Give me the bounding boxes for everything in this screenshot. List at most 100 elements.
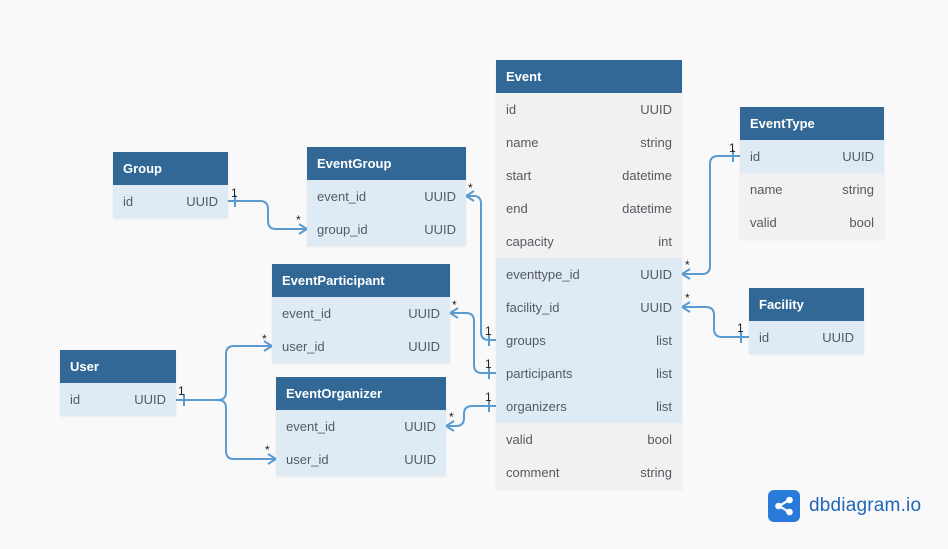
- field-type: UUID: [404, 452, 436, 467]
- field-name: name: [750, 182, 783, 197]
- field-row-groups[interactable]: groups list: [496, 324, 682, 357]
- field-row-id[interactable]: id UUID: [496, 93, 682, 126]
- cardinality-label: *: [452, 298, 457, 312]
- field-name: name: [506, 135, 539, 150]
- field-row-event-id[interactable]: event_id UUID: [276, 410, 446, 443]
- field-row-start[interactable]: start datetime: [496, 159, 682, 192]
- table-user[interactable]: User id UUID: [60, 350, 176, 416]
- field-row-event-id[interactable]: event_id UUID: [307, 180, 466, 213]
- table-eventorganizer[interactable]: EventOrganizer event_id UUID user_id UUI…: [276, 377, 446, 476]
- table-header[interactable]: Group: [113, 152, 228, 185]
- field-type: list: [656, 366, 672, 381]
- cardinality-label: 1: [231, 186, 238, 200]
- field-name: id: [70, 392, 81, 407]
- edge-event-eventtype: [682, 155, 740, 275]
- field-row-capacity[interactable]: capacity int: [496, 225, 682, 258]
- brand-name: dbdiagram.io: [809, 495, 922, 516]
- field-row-valid[interactable]: valid bool: [740, 206, 884, 239]
- table-header[interactable]: EventParticipant: [272, 264, 450, 297]
- field-name: event_id: [282, 306, 332, 321]
- field-name: end: [506, 201, 528, 216]
- field-row-id[interactable]: id UUID: [749, 321, 864, 354]
- field-row-participants[interactable]: participants list: [496, 357, 682, 390]
- field-type: bool: [647, 432, 672, 447]
- field-type: datetime: [622, 201, 672, 216]
- cardinality-label: *: [685, 291, 690, 305]
- field-row-id[interactable]: id UUID: [113, 185, 228, 218]
- field-type: UUID: [822, 330, 854, 345]
- cardinality-label: *: [468, 181, 473, 195]
- field-row-user-id[interactable]: user_id UUID: [272, 330, 450, 363]
- brand-logo[interactable]: dbdiagram.io: [768, 490, 921, 522]
- cardinality-label: *: [265, 443, 270, 457]
- field-row-organizers[interactable]: organizers list: [496, 390, 682, 423]
- table-eventparticipant[interactable]: EventParticipant event_id UUID user_id U…: [272, 264, 450, 363]
- field-row-valid[interactable]: valid bool: [496, 423, 682, 456]
- field-row-name[interactable]: name string: [496, 126, 682, 159]
- table-header[interactable]: Facility: [749, 288, 864, 321]
- cardinality-label: 1: [485, 390, 492, 404]
- edge-eventgroup-event: [466, 195, 496, 341]
- field-name: group_id: [317, 222, 368, 237]
- field-name: groups: [506, 333, 546, 348]
- field-row-id[interactable]: id UUID: [60, 383, 176, 416]
- field-type: UUID: [640, 300, 672, 315]
- field-type: UUID: [640, 267, 672, 282]
- edge-user-eventorganizer: [176, 399, 276, 460]
- cardinality-label: *: [296, 213, 301, 227]
- field-type: UUID: [186, 194, 218, 209]
- field-name: participants: [506, 366, 573, 381]
- field-row-comment[interactable]: comment string: [496, 456, 682, 489]
- table-header[interactable]: EventGroup: [307, 147, 466, 180]
- field-name: event_id: [317, 189, 367, 204]
- field-name: valid: [506, 432, 533, 447]
- table-eventtype[interactable]: EventType id UUID name string valid bool: [740, 107, 884, 239]
- field-row-user-id[interactable]: user_id UUID: [276, 443, 446, 476]
- cardinality-label: *: [449, 410, 454, 424]
- table-header[interactable]: Event: [496, 60, 682, 93]
- field-row-eventtype-id[interactable]: eventtype_id UUID: [496, 258, 682, 291]
- field-type: list: [656, 333, 672, 348]
- field-row-end[interactable]: end datetime: [496, 192, 682, 225]
- field-name: valid: [750, 215, 777, 230]
- table-header[interactable]: User: [60, 350, 176, 383]
- field-type: UUID: [424, 189, 456, 204]
- field-type: string: [842, 182, 874, 197]
- field-name: facility_id: [506, 300, 560, 315]
- field-type: UUID: [842, 149, 874, 164]
- table-event[interactable]: Event id UUID name string start datetime…: [496, 60, 682, 489]
- field-type: UUID: [134, 392, 166, 407]
- field-name: id: [759, 330, 770, 345]
- field-name: start: [506, 168, 532, 183]
- field-row-facility-id[interactable]: facility_id UUID: [496, 291, 682, 324]
- table-eventgroup[interactable]: EventGroup event_id UUID group_id UUID: [307, 147, 466, 246]
- field-row-name[interactable]: name string: [740, 173, 884, 206]
- cardinality-label: 1: [737, 321, 744, 335]
- field-name: id: [750, 149, 761, 164]
- field-type: bool: [849, 215, 874, 230]
- field-name: id: [506, 102, 517, 117]
- field-type: UUID: [408, 339, 440, 354]
- table-header[interactable]: EventType: [740, 107, 884, 140]
- field-type: datetime: [622, 168, 672, 183]
- table-header[interactable]: EventOrganizer: [276, 377, 446, 410]
- cardinality-label: *: [685, 258, 690, 272]
- field-type: string: [640, 465, 672, 480]
- table-group[interactable]: Group id UUID: [113, 152, 228, 218]
- field-name: id: [123, 194, 134, 209]
- cardinality-label: *: [262, 332, 267, 346]
- field-row-event-id[interactable]: event_id UUID: [272, 297, 450, 330]
- field-name: capacity: [506, 234, 554, 249]
- field-type: UUID: [404, 419, 436, 434]
- field-row-group-id[interactable]: group_id UUID: [307, 213, 466, 246]
- field-type: UUID: [640, 102, 672, 117]
- cardinality-label: 1: [729, 141, 736, 155]
- field-type: UUID: [424, 222, 456, 237]
- table-facility[interactable]: Facility id UUID: [749, 288, 864, 354]
- field-name: eventtype_id: [506, 267, 580, 282]
- cardinality-label: 1: [485, 324, 492, 338]
- field-name: user_id: [286, 452, 329, 467]
- field-row-id[interactable]: id UUID: [740, 140, 884, 173]
